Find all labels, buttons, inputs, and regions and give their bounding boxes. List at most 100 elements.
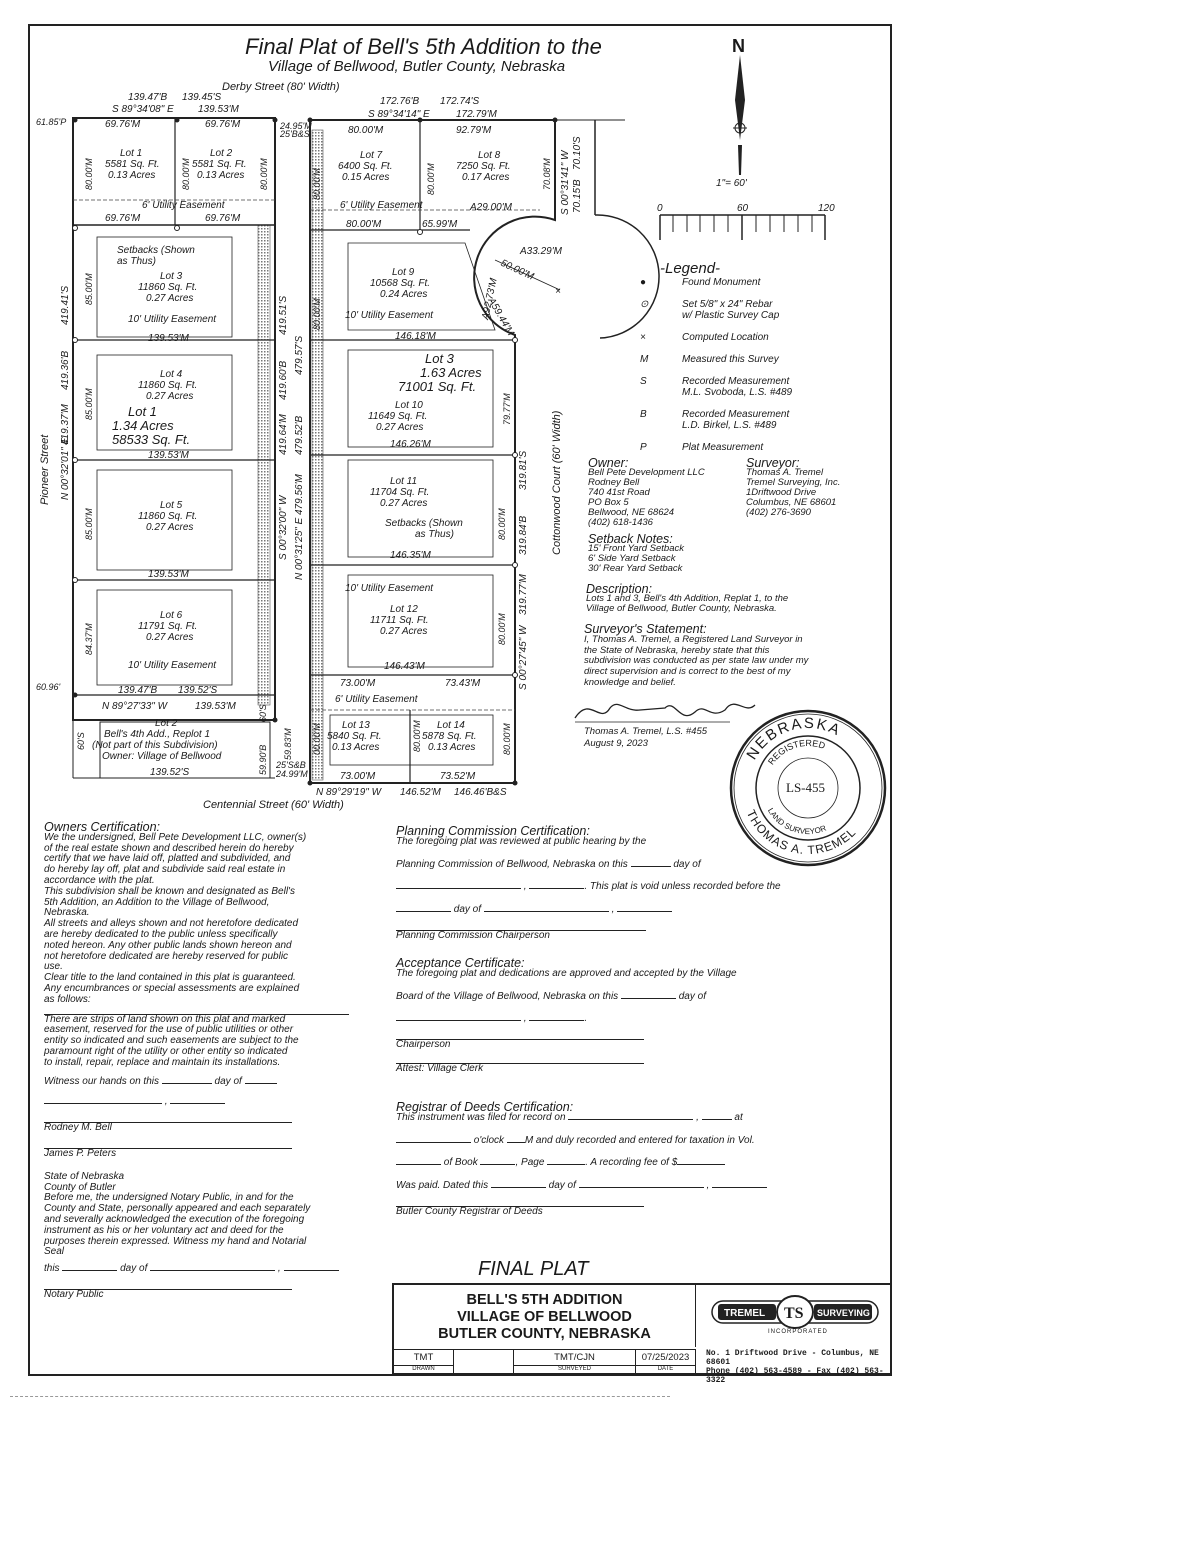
dim-text: 60'S [76,732,86,750]
setback-note: 15' Front Yard Setback [588,543,684,554]
owner-line: PO Box 5 [588,497,629,508]
surveyor-line: 1Driftwood Drive [746,487,817,498]
dim-text: 146.26'M [390,439,431,450]
lot-label: Lot 1 [120,148,142,159]
lot-label: Lot 7 [360,150,383,161]
legend-item: Set 5/8" x 24" Rebar [682,299,773,310]
lot-label: Bell's 4th Add., Replot 1 [104,729,210,740]
lot-label: 7250 Sq. Ft. [456,161,510,172]
lot-label: Lot 14 [437,720,465,731]
easement-label: 10' Utility Easement [345,310,434,321]
dim-text: 92.79'M [456,125,492,136]
dim-text: 139.53'M [148,333,189,344]
cert-line: Was paid. Dated this day of , [396,1180,768,1192]
legend-item: w/ Plastic Survey Cap [682,310,780,321]
derby-street-label: Derby Street (80' Width) [222,81,340,93]
lot-label: Lot 6 [160,610,183,621]
statement-line: the State of Nebraska, hereby state that… [584,644,770,656]
dim-text: 80.00'M [426,163,436,195]
dim-text: 70.08'M [542,158,552,190]
logo-sub-text: INCORPORATED [768,1329,828,1335]
easement-label: 10' Utility Easement [345,583,434,594]
cert-line: of the real estate shown and described h… [44,842,294,854]
dim-text: 479.56'M [294,474,305,515]
lot-label: 6400 Sq. Ft. [338,161,392,172]
dim-text: 70.10'S [572,136,583,170]
owner-block: Owner: Bell Pete Development LLC Rodney … [588,456,705,528]
lot-label: 0.13 Acres [428,742,475,753]
cert-line: This instrument was filed for record on … [396,1111,743,1123]
cert-line: do hereby lay off, plat and subdivide sa… [44,864,286,876]
dim-text: 00.00'M [312,723,322,755]
setback-label: Setbacks (Shown [117,245,195,256]
legend-symbol: S [640,376,647,387]
cert-line: There are strips of land shown on this p… [44,1013,286,1025]
dim-text: N 00°32'01" E [60,437,71,500]
lot-label: 0.27 Acres [146,293,193,304]
signer-title: Chairperson [396,1039,451,1051]
lot-label: Lot 1 [128,404,157,419]
lot-label: Lot 3 [425,351,455,366]
lot-label: 0.13 Acres [332,742,379,753]
lot-label: Lot 2 [210,148,233,159]
description-block: Description: Lots 1 and 3, Bell's 4th Ad… [586,582,789,614]
dim-text: 80.00'M [502,723,512,755]
dim-text: 419.41'S [60,286,71,325]
legend-item: Computed Location [682,332,769,343]
title-block: BELL'S 5TH ADDITION VILLAGE OF BELLWOOD … [392,1283,892,1385]
dim-text: 25'B&S [279,129,310,139]
dim-text: 319.81'S [518,451,529,490]
notary-label: Notary Public [44,1288,104,1300]
cert-line: noted hereon. Any other public lands sho… [44,939,292,951]
dim-text: 146.18'M [395,331,436,342]
dim-text: 172.76'B [380,96,419,107]
dim-text: 139.47'B [128,92,167,103]
plat-title-line1: Final Plat of Bell's 5th Addition to the [245,34,602,59]
description-line: Lots 1 and 3, Bell's 4th Addition, Repla… [586,593,789,604]
notary-county: County of Butler [44,1181,116,1193]
surveyor-statement: Surveyor's Statement: I, Thomas A. Treme… [584,623,808,689]
lot-label: 0.27 Acres [146,391,193,402]
tremel-surveying-logo: TREMEL SURVEYING TS [711,1295,879,1329]
setback-note: 30' Rear Yard Setback [588,563,683,574]
dim-text: 146.35'M [390,550,431,561]
lot-label: 0.24 Acres [380,289,427,300]
cert-line: Any encumbrances or special assessments … [44,982,300,994]
dim-text: 59.90'B [258,745,268,775]
description-heading: Description: [586,582,652,596]
computed-location-icon: × [640,332,646,343]
dim-text: 85.00'M [84,508,94,540]
pioneer-street-label: Pioneer Street [39,434,51,505]
dim-text: S 00°31'41" W [560,149,571,215]
cert-line: use. [44,961,63,973]
cert-line: Seal [44,1246,65,1258]
owner-heading: Owner: [588,456,629,470]
cert-line: purposes therein expressed. Witness my h… [44,1235,307,1247]
dim-text: 73.52'M [440,771,476,782]
legend-symbol: P [640,442,647,453]
dim-text: 139.45'S [182,92,221,103]
blank-cell [454,1349,514,1375]
lot-label: 0.27 Acres [380,498,427,509]
logo-left-text: TREMEL [724,1308,765,1319]
cert-line: to install, repair, replace and maintain… [44,1056,281,1068]
signer-title: Planning Commission Chairperson [396,929,550,941]
dim-text: 419.60'B [278,361,289,400]
lot-label: Lot 10 [395,400,423,411]
setback-notes: Setback Notes: 15' Front Yard Setback 6'… [588,533,684,574]
dim-text: S 00°32'00" W [278,494,289,560]
signature-line: , [44,1097,374,1108]
lot-label: 0.27 Acres [376,422,423,433]
title-block-line: BUTLER COUNTY, NEBRASKA [438,1326,651,1342]
cert-line: entity so indicated and such easements a… [44,1035,299,1047]
dim-text: 319.77'M [518,574,529,615]
dim-text: 139.52'S [150,767,189,778]
firm-address-line: Phone (402) 563-4589 - Fax (402) 563-332… [706,1367,884,1385]
lot-label: 0.27 Acres [146,632,193,643]
signer-name: James P. Peters [44,1147,117,1159]
lot-label: 5840 Sq. Ft. [327,731,381,742]
scale-tick-label: 120 [818,203,835,214]
dim-text: 139.53'M [148,450,189,461]
